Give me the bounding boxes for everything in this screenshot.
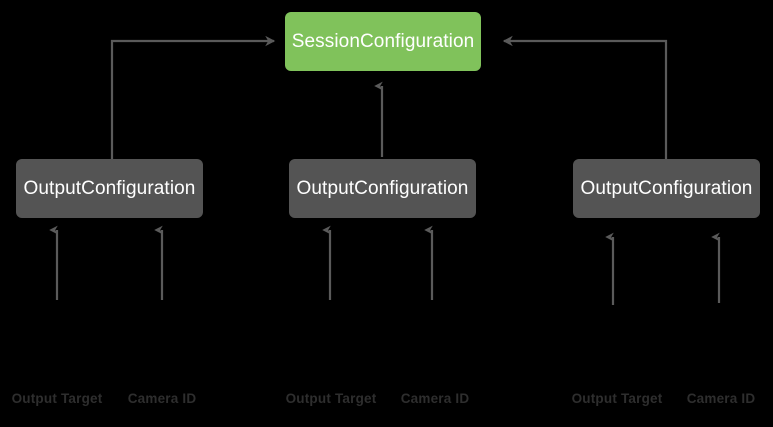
leaf-label-camera-id-0: Camera ID xyxy=(127,391,197,406)
session-configuration-node[interactable]: SessionConfiguration xyxy=(285,12,481,71)
output-configuration-node-0[interactable]: OutputConfiguration xyxy=(16,159,203,218)
leaf-label-output-target-2: Output Target xyxy=(571,391,663,406)
session-configuration-label: SessionConfiguration xyxy=(291,31,475,52)
output-configuration-label: OutputConfiguration xyxy=(23,178,196,199)
leaf-label-camera-id-1: Camera ID xyxy=(400,391,470,406)
output-configuration-node-1[interactable]: OutputConfiguration xyxy=(289,159,476,218)
arrow-output-0-to-session xyxy=(110,41,274,159)
output-configuration-label: OutputConfiguration xyxy=(580,178,753,199)
leaf-label-output-target-1: Output Target xyxy=(285,391,377,406)
arrow-output-2-to-session xyxy=(504,41,668,159)
leaf-label-output-target-0: Output Target xyxy=(11,391,103,406)
output-configuration-label: OutputConfiguration xyxy=(296,178,469,199)
leaf-label-camera-id-2: Camera ID xyxy=(686,391,756,406)
output-configuration-node-2[interactable]: OutputConfiguration xyxy=(573,159,760,218)
